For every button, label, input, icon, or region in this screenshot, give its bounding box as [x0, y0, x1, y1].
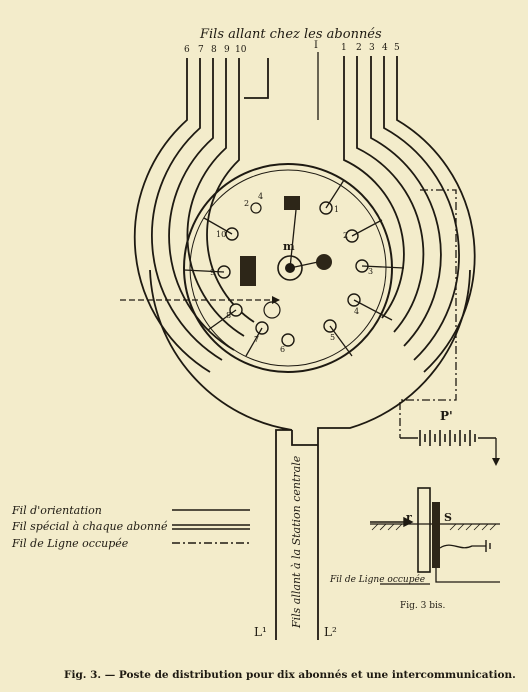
coil-block	[240, 256, 256, 286]
contact-number-3: 3	[368, 267, 373, 276]
legend-occupied-label: Fil de Ligne occupée	[11, 537, 129, 550]
line-label-L1: L¹	[254, 625, 267, 639]
battery-arrow-head	[492, 458, 500, 466]
wire-number-6: 6	[184, 45, 190, 55]
spoke-4	[353, 299, 393, 321]
legend-orientation-label: Fil d'orientation	[11, 504, 102, 517]
wire-number-2: 2	[356, 43, 362, 53]
fig3bis	[370, 487, 500, 585]
switch-arm	[289, 209, 297, 269]
contact-number-5: 5	[330, 333, 335, 342]
wire-number-I: I	[314, 40, 318, 51]
spoke-2	[351, 219, 383, 237]
left-subscriber-wires	[133, 58, 269, 373]
spoke-8	[207, 309, 237, 331]
battery-label: P'	[440, 409, 453, 423]
legend: Fil d'orientation Fil spécial à chaque a…	[11, 504, 250, 550]
switch-arm-2	[289, 261, 319, 269]
wire-number-4: 4	[382, 43, 388, 53]
fig3bis-wire-label: Fil de Ligne occupée	[329, 574, 425, 585]
contact-number-7: 7	[254, 335, 259, 344]
spoke-7	[245, 327, 263, 357]
legend-special-label: Fil spécial à chaque abonné	[11, 520, 168, 533]
contact-number-9: 9	[210, 268, 215, 277]
top-label: Fils allant chez les abonnés	[199, 27, 382, 42]
small-contact	[250, 202, 262, 214]
fig3bis-hatch	[371, 523, 497, 531]
wire-number-3: 3	[369, 43, 375, 53]
wire-number-5: 5	[394, 43, 400, 53]
wire-hook	[244, 58, 269, 99]
switchboard-inner-ring	[189, 169, 387, 367]
wire-number-7: 7	[198, 45, 204, 55]
pivot-outer	[277, 255, 303, 281]
contact-number-1: 1	[334, 205, 339, 214]
fig3bis-letter-r: r	[406, 511, 412, 524]
wire-number-10: 10	[235, 45, 247, 55]
wire-5	[396, 56, 476, 373]
small-label-2: 2	[244, 199, 249, 208]
center-letter: m	[283, 240, 295, 253]
right-subscriber-wires	[343, 56, 476, 373]
wire-3	[370, 56, 442, 347]
contact-spokes	[120, 179, 405, 357]
top-clamp	[284, 196, 300, 210]
line-label-L2: L²	[324, 625, 337, 639]
contact-number-10: 10	[216, 230, 226, 239]
wire-6	[133, 58, 211, 373]
occupied-line-wire	[399, 189, 457, 438]
figure-caption: Fig. 3. — Poste de distribution pour dix…	[64, 669, 516, 681]
bus-junction	[291, 430, 318, 446]
contact-6	[281, 333, 295, 347]
wire-1	[343, 56, 405, 319]
wire-number-8: 8	[211, 45, 217, 55]
spoke-5	[329, 325, 353, 357]
fig3bis-ground	[435, 568, 500, 583]
outer-bus-right	[317, 269, 471, 640]
contact-number-4: 4	[354, 307, 359, 316]
wire-number-9: 9	[224, 45, 230, 55]
fig3bis-plug	[417, 487, 431, 573]
outer-bus-left	[149, 269, 293, 640]
spoke-3	[361, 265, 405, 269]
fig3bis-caption: Fig. 3 bis.	[400, 601, 445, 611]
knob	[316, 254, 332, 270]
wire-7	[151, 58, 223, 361]
left-wire-numbers: 6 7 8 9 10	[184, 45, 247, 55]
fig3bis-spring	[432, 502, 440, 568]
vertical-label: Fils allant à la Station centrale	[290, 455, 303, 629]
wire-9	[186, 58, 245, 337]
wire-2	[356, 56, 425, 333]
contact-number-6: 6	[280, 345, 285, 354]
fig3bis-letter-S: S	[444, 511, 452, 524]
spoke-1	[325, 179, 345, 209]
fig3bis-lead	[439, 544, 486, 549]
right-wire-numbers: 1 2 3 4 5	[341, 43, 400, 53]
central-mechanism	[240, 196, 332, 319]
contact-number-2: 2	[343, 231, 348, 240]
wire-8	[168, 58, 235, 351]
wire-4	[383, 56, 460, 361]
small-label-4: 4	[258, 192, 263, 201]
wire-number-1: 1	[341, 43, 347, 53]
spoke-9	[183, 269, 225, 273]
battery	[400, 430, 500, 466]
spoke-10	[203, 217, 233, 235]
lower-contact	[263, 301, 281, 319]
